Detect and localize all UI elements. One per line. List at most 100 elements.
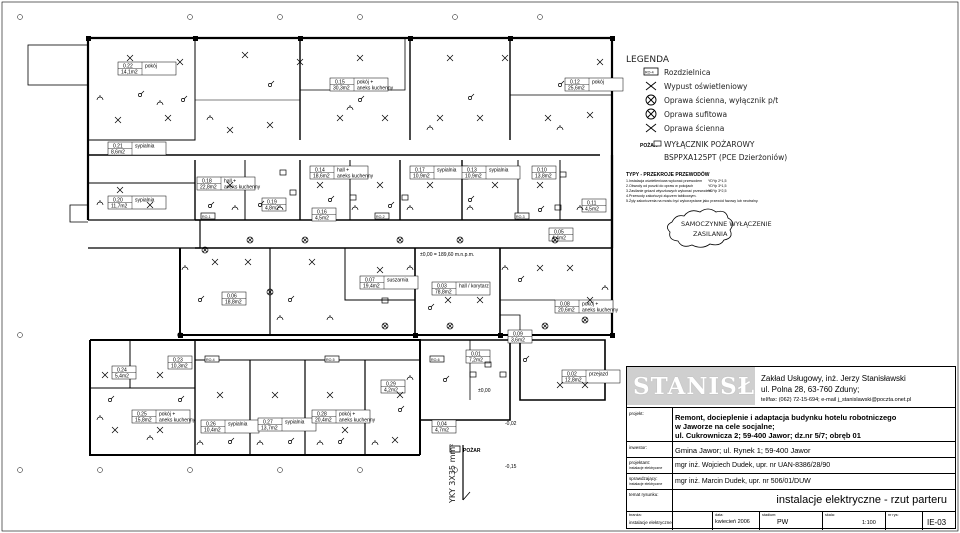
project-line-1: Remont, docieplenie i adaptacja budynku …	[675, 413, 897, 422]
svg-text:WYŁĄCZNIK POŻAROWY: WYŁĄCZNIK POŻAROWY	[664, 140, 755, 149]
socket-icon	[601, 285, 609, 291]
light-outlet-icon	[241, 51, 249, 59]
socket-icon	[156, 100, 164, 106]
light-outlet-icon	[146, 201, 154, 209]
room-name: suszarnia	[387, 278, 409, 284]
svg-text:RO-4: RO-4	[206, 358, 215, 362]
fixture-box	[499, 371, 507, 378]
room-area: 4,5m2	[315, 216, 329, 222]
svg-text:YDYp 2*1,5: YDYp 2*1,5	[708, 179, 727, 183]
svg-text:aneks kuchenny: aneks kuchenny	[337, 174, 374, 180]
distribution-boards: RO-1 RO-2 RO-3 RO-4 RO-5 RO-6	[200, 212, 530, 363]
svg-text:5.Żyły zakończenia na mostu by: 5.Żyły zakończenia na mostu być wykorzys…	[626, 198, 758, 203]
room-name: hall +	[224, 179, 236, 185]
level-mark-2: -0,02	[505, 421, 517, 427]
socket-icon	[371, 440, 379, 446]
room-number: 0.09	[513, 331, 523, 337]
light-outlet-icon	[296, 58, 304, 66]
light-outlet-icon	[396, 391, 404, 399]
light-outlet-icon	[356, 54, 364, 62]
room-name: pokój +	[339, 412, 355, 418]
room-number: 0.07	[365, 277, 375, 283]
light-outlet-icon	[586, 111, 594, 119]
svg-text:RO-5: RO-5	[326, 358, 335, 362]
level-datum: ±0,00 = 189,60 m.n.p.m.	[420, 252, 474, 258]
svg-text:RO-4: RO-4	[645, 71, 654, 75]
room-number: 0.22	[123, 63, 133, 69]
light-outlet-icon	[426, 181, 434, 189]
light-outlet-icon	[226, 126, 234, 134]
ceiling-light-icon	[456, 236, 464, 244]
room-number: 0.28	[317, 411, 327, 417]
light-outlet-icon	[436, 114, 444, 122]
switch-icon	[468, 195, 475, 202]
room-label-0-05: 0.054,4m2	[548, 227, 574, 242]
room-area: 8,6m2	[111, 150, 125, 156]
light-outlet-icon	[376, 266, 384, 274]
svg-text:Oprawa sufitowa: Oprawa sufitowa	[664, 110, 727, 119]
room-number: 0.24	[117, 367, 127, 373]
room-area: 3,6m2	[511, 338, 525, 344]
room-label-0-29: 0.294,2m2	[380, 379, 406, 394]
room-number: 0.21	[113, 143, 123, 149]
title-block: STANISŁAWSKI Zakład Usługowy, inż. Jerzy…	[626, 366, 956, 530]
switch-icon	[388, 201, 395, 208]
room-number: 0.16	[317, 209, 327, 215]
light-outlet-icon	[596, 58, 604, 66]
socket-icon	[426, 125, 434, 131]
room-area: 4,7m2	[435, 428, 449, 434]
designer-value: mgr inż. Wojciech Dudek, upr. nr UAN-838…	[675, 462, 831, 469]
switch-icon	[138, 90, 145, 97]
socket-icon	[346, 105, 354, 111]
room-area: 13,8m2	[535, 174, 552, 180]
room-name: sypialnia	[437, 168, 457, 174]
ceiling-light-icon	[301, 236, 309, 244]
switch-icon	[358, 95, 365, 102]
ceiling-light-icon	[201, 246, 209, 254]
light-outlet-icon	[226, 181, 234, 189]
investor-value: Gmina Jawor; ul. Rynek 1; 59-400 Jawor	[675, 446, 811, 455]
room-number: 0.15	[335, 79, 345, 85]
socket-icon	[146, 435, 154, 441]
board-ro-6: RO-6	[429, 355, 445, 363]
light-outlet-icon	[566, 264, 574, 272]
fixture-box	[554, 204, 562, 211]
socket-icon	[316, 440, 324, 446]
room-number: 0.12	[570, 79, 580, 85]
room-area: 78,8m2	[435, 290, 452, 296]
svg-text:Oprawa ścienna, wyłącznik p/t: Oprawa ścienna, wyłącznik p/t	[664, 96, 778, 105]
switch-icon	[288, 295, 295, 302]
cable-label: YKY 3X35 mm²	[448, 444, 457, 504]
room-area: 5,4m2	[115, 374, 129, 380]
room-area: 19,4m2	[363, 284, 380, 290]
room-area: 20,4m2	[315, 418, 332, 424]
date-value: kwiecień 2006	[715, 519, 750, 525]
legend-wall-light-icon	[645, 123, 657, 133]
fixture-box	[401, 194, 409, 201]
room-area: 18,8m2	[225, 300, 242, 306]
switch-icon	[338, 437, 345, 444]
room-name: sypialnia	[228, 422, 248, 428]
ceiling-light-icon	[246, 236, 254, 244]
switch-icon	[181, 95, 188, 102]
level-mark-3: -0,15	[505, 464, 517, 470]
light-outlet-icon	[216, 391, 224, 399]
branch-value: instalacje elektryczne	[629, 520, 672, 525]
switch-icon	[328, 195, 335, 202]
scale-value: 1:100	[862, 520, 876, 526]
light-outlet-icon	[341, 426, 349, 434]
room-number: 0.17	[415, 167, 425, 173]
light-outlet-icon	[156, 426, 164, 434]
level-mark-1: ±0,00	[478, 388, 491, 394]
legend-pozar-symbol: POŻAR	[640, 142, 658, 149]
svg-text:YDYp 3*1,5: YDYp 3*1,5	[708, 184, 727, 188]
room-area: 7,2m2	[469, 358, 483, 364]
